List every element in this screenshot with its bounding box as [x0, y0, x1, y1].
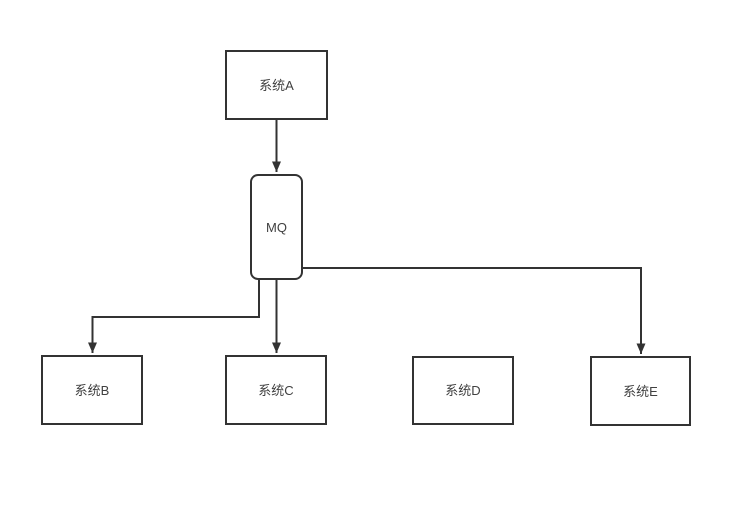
- node-system-a[interactable]: 系统A: [225, 50, 328, 120]
- edge-mq-to-system-b: [88, 280, 260, 353]
- edge-mq-to-system-e: [303, 267, 646, 354]
- node-system-d-label: 系统D: [445, 383, 481, 398]
- node-system-e-label: 系统E: [623, 383, 658, 399]
- node-system-d[interactable]: 系统D: [412, 356, 514, 425]
- node-system-b[interactable]: 系统B: [41, 355, 143, 425]
- node-system-c-label: 系统C: [258, 382, 294, 398]
- node-mq[interactable]: MQ: [250, 174, 303, 280]
- node-system-b-label: 系统B: [74, 382, 110, 398]
- node-system-c[interactable]: 系统C: [225, 355, 327, 425]
- node-mq-label: MQ: [266, 219, 287, 235]
- node-system-a-label: 系统A: [259, 77, 294, 93]
- node-system-e[interactable]: 系统E: [590, 356, 691, 426]
